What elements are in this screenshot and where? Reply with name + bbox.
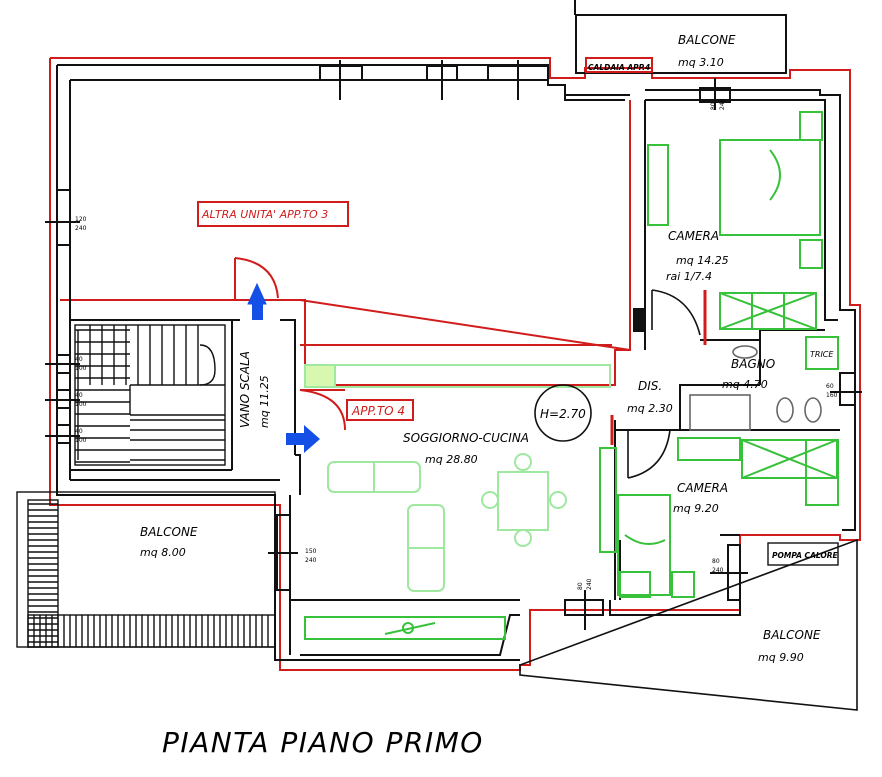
entry-arrow-right-icon [286, 425, 320, 453]
height-circle [534, 384, 592, 442]
altra-unita-box [197, 201, 349, 227]
windows [45, 60, 862, 630]
living-furniture [327, 453, 567, 592]
door-jamb [633, 308, 645, 332]
bathroom-fixtures [689, 345, 822, 431]
app-to-4-box [346, 399, 414, 421]
entry-arrow-up-shaft [252, 300, 263, 320]
furniture [304, 111, 839, 640]
pompa-calore-box [767, 542, 839, 566]
balcone-right [519, 538, 858, 711]
doors [234, 257, 346, 431]
staircase [74, 324, 226, 466]
balcone-top [575, 14, 787, 74]
balcone-left [16, 491, 276, 648]
doors-black [627, 289, 701, 479]
caldaia-box [585, 57, 653, 73]
